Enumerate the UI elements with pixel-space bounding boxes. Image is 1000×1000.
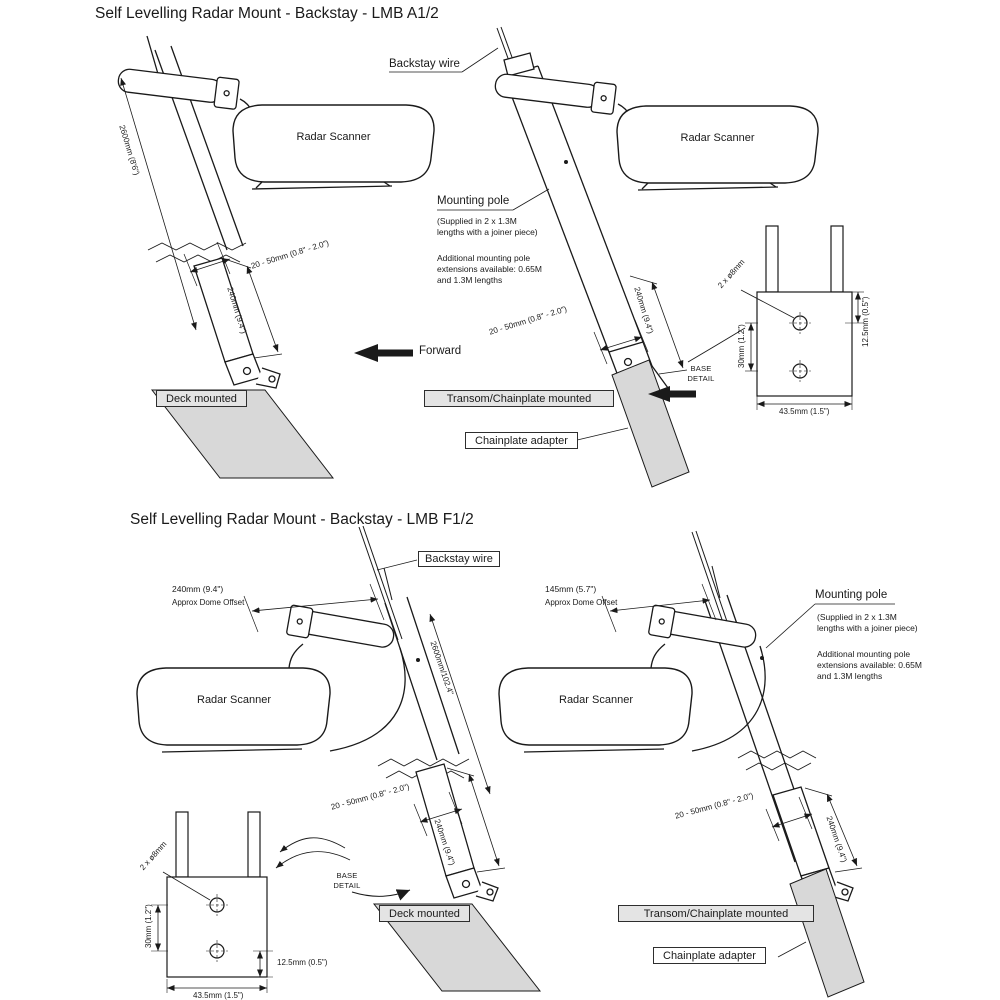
lmb-f-base-detail-drawing [151,811,273,993]
base-detail-label: BASE DETAIL [333,871,361,891]
base-detail-label: BASE DETAIL [687,364,715,384]
lmb-a-transom-drawing [354,26,819,488]
dim-hole-spacing: 30mm (1.2") [144,904,153,948]
backstay-wire-label: Backstay wire [389,58,460,70]
lmb-f-transom-drawing [498,530,895,998]
radar-scanner-label: Radar Scanner [559,694,633,706]
dim-base-width: 43.5mm (1.5") [193,991,244,1000]
dim-dome-offset: 145mm (5.7") [545,584,597,594]
dim-dome-offset-sub: Approx Dome Offset [545,598,618,607]
chainplate-adapter-label: Chainplate adapter [465,432,578,449]
forward-label: Forward [419,345,462,357]
dim-dome-offset: 240mm (9.4") [172,584,224,594]
mounting-pole-note2: Additional mounting pole extensions avai… [437,253,542,285]
radar-scanner-label: Radar Scanner [197,694,271,706]
lmb-a-base-detail-drawing [740,225,864,410]
mounting-pole-label: Mounting pole [815,589,888,601]
mounting-pole-note1: (Supplied in 2 x 1.3M lengths with a joi… [437,216,538,237]
dim-edge-offset: 12.5mm (0.5") [861,296,870,347]
radar-scanner-label: Radar Scanner [680,132,755,144]
deck-mounted-label: Deck mounted [379,905,470,922]
mounting-pole-note1: (Supplied in 2 x 1.3M lengths with a joi… [817,612,918,633]
dim-base-width: 43.5mm (1.5") [779,407,830,416]
chainplate-adapter-label: Chainplate adapter [653,947,766,964]
dim-hole-spacing: 30mm (1.2") [737,324,746,368]
deck-mounted-label: Deck mounted [156,390,247,407]
forward-arrow-icon [354,344,413,362]
dim-edge-offset: 12.5mm (0.5") [277,958,328,967]
section-title-lmb-f: Self Levelling Radar Mount - Backstay - … [130,511,474,528]
transom-mounted-label: Transom/Chainplate mounted [424,390,614,407]
mounting-pole-label: Mounting pole [437,195,510,207]
backstay-wire-label: Backstay wire [418,551,500,567]
mounting-pole-note2: Additional mounting pole extensions avai… [817,649,922,681]
base-detail-arrow-icon [648,386,696,402]
section-title-lmb-a: Self Levelling Radar Mount - Backstay - … [95,5,439,22]
transom-mounted-label: Transom/Chainplate mounted [618,905,814,922]
dim-dome-offset-sub: Approx Dome Offset [172,598,245,607]
radar-scanner-label: Radar Scanner [296,131,371,143]
lmb-f-deck-drawing [136,525,542,992]
lmb-a-deck-drawing [117,35,435,479]
